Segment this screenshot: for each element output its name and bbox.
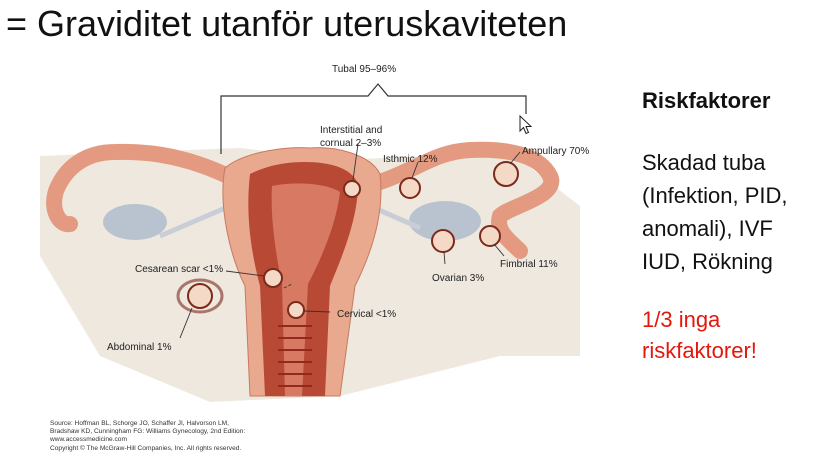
no-risk-factors-note: 1/3 inga riskfaktorer! <box>642 304 827 366</box>
source-line-1: Source: Hoffman BL, Schorge JO, Schaffer… <box>50 420 229 427</box>
sac-isthmic <box>399 177 421 199</box>
label-fimbrial: Fimbrial 11% <box>500 259 558 270</box>
label-cesarean: Cesarean scar <1% <box>135 264 223 275</box>
anatomy-svg: Tubal 95–96% Interstitial and cornual 2–… <box>40 64 589 402</box>
cervical-canal <box>278 325 312 387</box>
tubal-bracket <box>220 83 527 154</box>
source-line-4: Copyright © The McGraw-Hill Companies, I… <box>50 444 242 452</box>
risk-factors-list: Skadad tuba (Infektion, PID, anomali), I… <box>642 146 827 278</box>
risk-factors-panel: Riskfaktorer Skadad tuba (Infektion, PID… <box>642 86 827 366</box>
left-fallopian-tube <box>46 143 248 233</box>
label-interstitial-2: cornual 2–3% <box>320 138 381 149</box>
risk-line-1: Skadad tuba <box>642 150 766 175</box>
right-ovary <box>409 201 481 241</box>
label-ampullary: Ampullary 70% <box>522 146 589 157</box>
figure-source: Source: Hoffman BL, Schorge JO, Schaffer… <box>50 420 340 453</box>
uterine-cavity <box>271 183 340 396</box>
sac-cervical <box>287 301 305 319</box>
leader-lines <box>179 143 521 339</box>
sac-ampullary <box>493 161 519 187</box>
gestational-sacs <box>187 161 519 319</box>
source-line-2: Bradshaw KD, Cunningham FG: Williams Gyn… <box>50 428 246 436</box>
left-ovary <box>103 204 167 240</box>
risk-line-4: IUD, Rökning <box>642 249 773 274</box>
sac-interstitial <box>343 180 361 198</box>
sac-fimbrial <box>479 225 501 247</box>
alert-line-2: riskfaktorer! <box>642 338 757 363</box>
label-interstitial-1: Interstitial and <box>320 125 382 136</box>
sac-ovarian <box>431 229 455 253</box>
left-ligament <box>159 203 231 239</box>
sac-abdominal <box>187 283 213 309</box>
risk-line-3: anomali), IVF <box>642 216 773 241</box>
label-abdominal: Abdominal 1% <box>107 342 172 353</box>
label-tubal: Tubal 95–96% <box>332 64 396 75</box>
abdominal-implantation <box>176 278 224 314</box>
label-ovarian: Ovarian 3% <box>432 273 484 284</box>
sac-cesarean <box>263 268 283 288</box>
slide-title: = Graviditet utanför uteruskaviteten <box>6 3 568 44</box>
ectopic-pregnancy-illustration: Tubal 95–96% Interstitial and cornual 2–… <box>40 56 610 402</box>
label-cervical: Cervical <1% <box>337 309 396 320</box>
source-line-3: www.accessmedicine.com <box>50 436 127 444</box>
risk-line-2: (Infektion, PID, <box>642 183 788 208</box>
right-fallopian-tube <box>372 141 560 259</box>
label-isthmic: Isthmic 12% <box>383 154 438 165</box>
mouse-pointer-icon <box>519 115 533 135</box>
alert-line-1: 1/3 inga <box>642 307 721 332</box>
risk-factors-heading: Riskfaktorer <box>642 88 771 113</box>
